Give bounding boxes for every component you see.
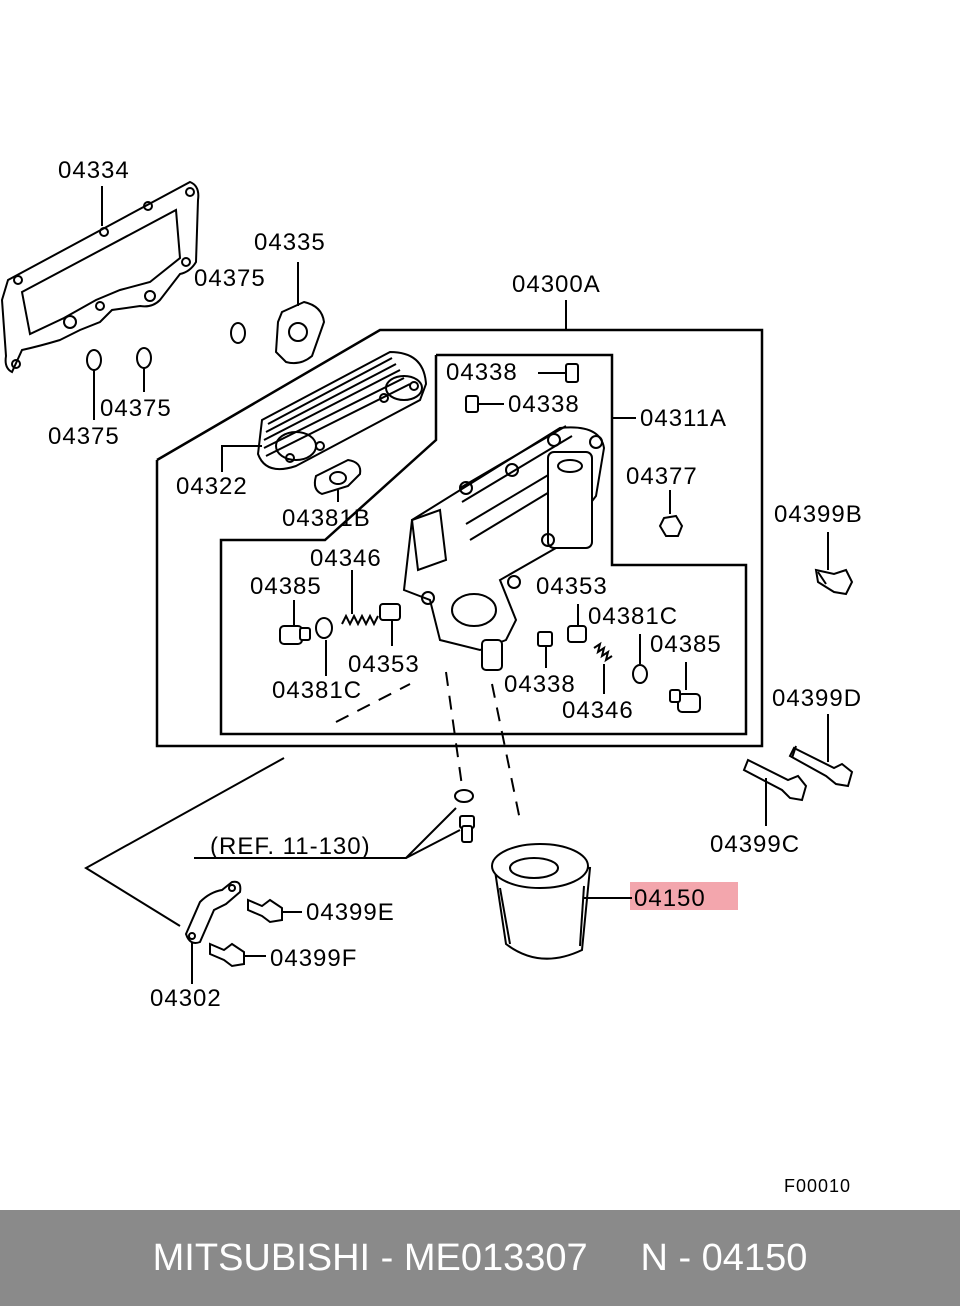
- o-ring-icon: [136, 347, 152, 369]
- label-04399F: 04399F: [270, 945, 357, 972]
- label-04353-b: 04353: [348, 651, 420, 678]
- label-04346-b: 04346: [562, 697, 634, 724]
- bolt-04399D-icon: [788, 745, 854, 788]
- plug-04338-icon: [465, 395, 479, 413]
- o-ring-icon: [86, 349, 102, 371]
- label-04300A: 04300A: [512, 271, 601, 298]
- valve-04353-icon: [567, 625, 587, 643]
- label-04375-top: 04375: [194, 265, 266, 292]
- label-04375-low: 04375: [48, 423, 120, 450]
- spring-04346-icon: [593, 641, 613, 663]
- label-04334: 04334: [58, 157, 130, 184]
- plug-04338-icon: [565, 363, 579, 383]
- label-04338-a: 04338: [446, 359, 518, 386]
- label-04385-b: 04385: [650, 631, 722, 658]
- leader-ref-b: [405, 829, 461, 859]
- gasket-04381B-icon: [313, 458, 362, 496]
- part-number-footer: MITSUBISHI - ME013307 N - 04150: [0, 1210, 960, 1306]
- highlight-04150: [630, 882, 738, 910]
- fitting-icon: [459, 815, 475, 843]
- oil-cooler-element-04322-icon: [256, 350, 428, 470]
- label-04322: 04322: [176, 473, 248, 500]
- o-ring-icon: [230, 322, 246, 344]
- plug-04338-icon: [537, 631, 553, 647]
- label-04377: 04377: [626, 463, 698, 490]
- bolt-04399C-icon: [742, 758, 808, 802]
- gasket-04335-icon: [274, 300, 326, 365]
- plug-04385-icon: [279, 625, 311, 645]
- spring-04346-icon: [341, 613, 379, 627]
- label-04399C: 04399C: [710, 831, 800, 858]
- label-04338-b: 04338: [508, 391, 580, 418]
- label-04346-a: 04346: [310, 545, 382, 572]
- label-04399E: 04399E: [306, 899, 395, 926]
- gasket-04334-icon: [0, 180, 200, 374]
- label-04311A: 04311A: [640, 405, 727, 432]
- label-04381C-a: 04381C: [588, 603, 678, 630]
- bolt-04399B-icon: [814, 568, 854, 596]
- bolt-04399F-icon: [209, 942, 245, 968]
- bracket-04302-icon: [184, 880, 242, 944]
- centerline: [445, 671, 463, 787]
- parts-diagram: 04334 04335 04375 04375 04375 04300A 043…: [0, 157, 863, 1196]
- washer-04381C-icon: [315, 617, 333, 639]
- leader-04302-group: [84, 757, 285, 927]
- label-04381C-b: 04381C: [272, 677, 362, 704]
- centerline: [491, 683, 521, 821]
- assembly-outline-04300A: [155, 328, 764, 748]
- label-04338-c: 04338: [504, 671, 576, 698]
- figure-code: F00010: [784, 1176, 851, 1196]
- assembly-outline-04311A: [219, 353, 748, 736]
- oil-filter-housing-04311A-icon: [402, 425, 606, 671]
- washer-04381C-icon: [632, 664, 648, 684]
- plug-04385-icon: [669, 689, 701, 713]
- label-ref: (REF. 11-130): [210, 833, 371, 860]
- label-04399D: 04399D: [772, 685, 862, 712]
- label-04353-a: 04353: [536, 573, 608, 600]
- label-04302: 04302: [150, 985, 222, 1012]
- footer-text: MITSUBISHI - ME013307 N - 04150: [152, 1236, 808, 1279]
- bolt-04399E-icon: [247, 898, 283, 924]
- valve-04353-icon: [379, 603, 401, 621]
- label-04335: 04335: [254, 229, 326, 256]
- label-04385-a: 04385: [250, 573, 322, 600]
- label-04375-mid: 04375: [100, 395, 172, 422]
- centerline: [335, 683, 411, 723]
- label-04399B: 04399B: [774, 501, 863, 528]
- label-04150: 04150: [634, 885, 706, 912]
- oil-filter-04150-icon: [491, 843, 592, 960]
- leader-04322: [221, 445, 262, 472]
- label-04381B: 04381B: [282, 505, 371, 532]
- nut-04377-icon: [658, 514, 684, 537]
- washer-icon: [454, 789, 474, 803]
